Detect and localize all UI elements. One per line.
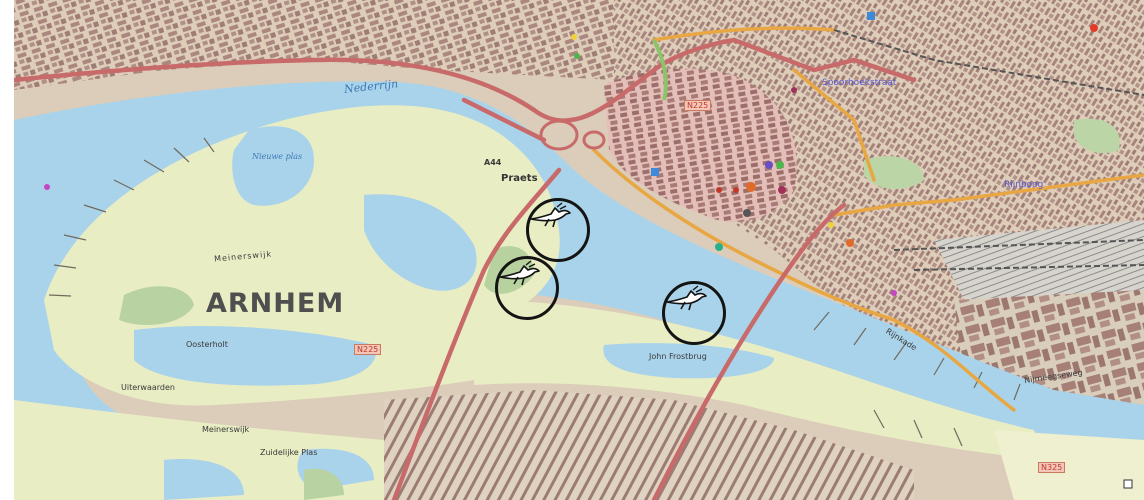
bird-icon bbox=[530, 202, 571, 228]
poi-markers bbox=[44, 12, 1133, 489]
bird-marker-2[interactable] bbox=[495, 256, 559, 320]
bird-marker-1[interactable] bbox=[526, 198, 590, 262]
bird-icon bbox=[499, 260, 540, 286]
bird-marker-3[interactable] bbox=[662, 281, 726, 345]
bird-icon bbox=[666, 285, 707, 311]
topographic-map[interactable]: Nederrijn ARNHEM Praets Nieuwe plas John… bbox=[14, 0, 1144, 500]
map-graphics bbox=[14, 0, 1144, 500]
